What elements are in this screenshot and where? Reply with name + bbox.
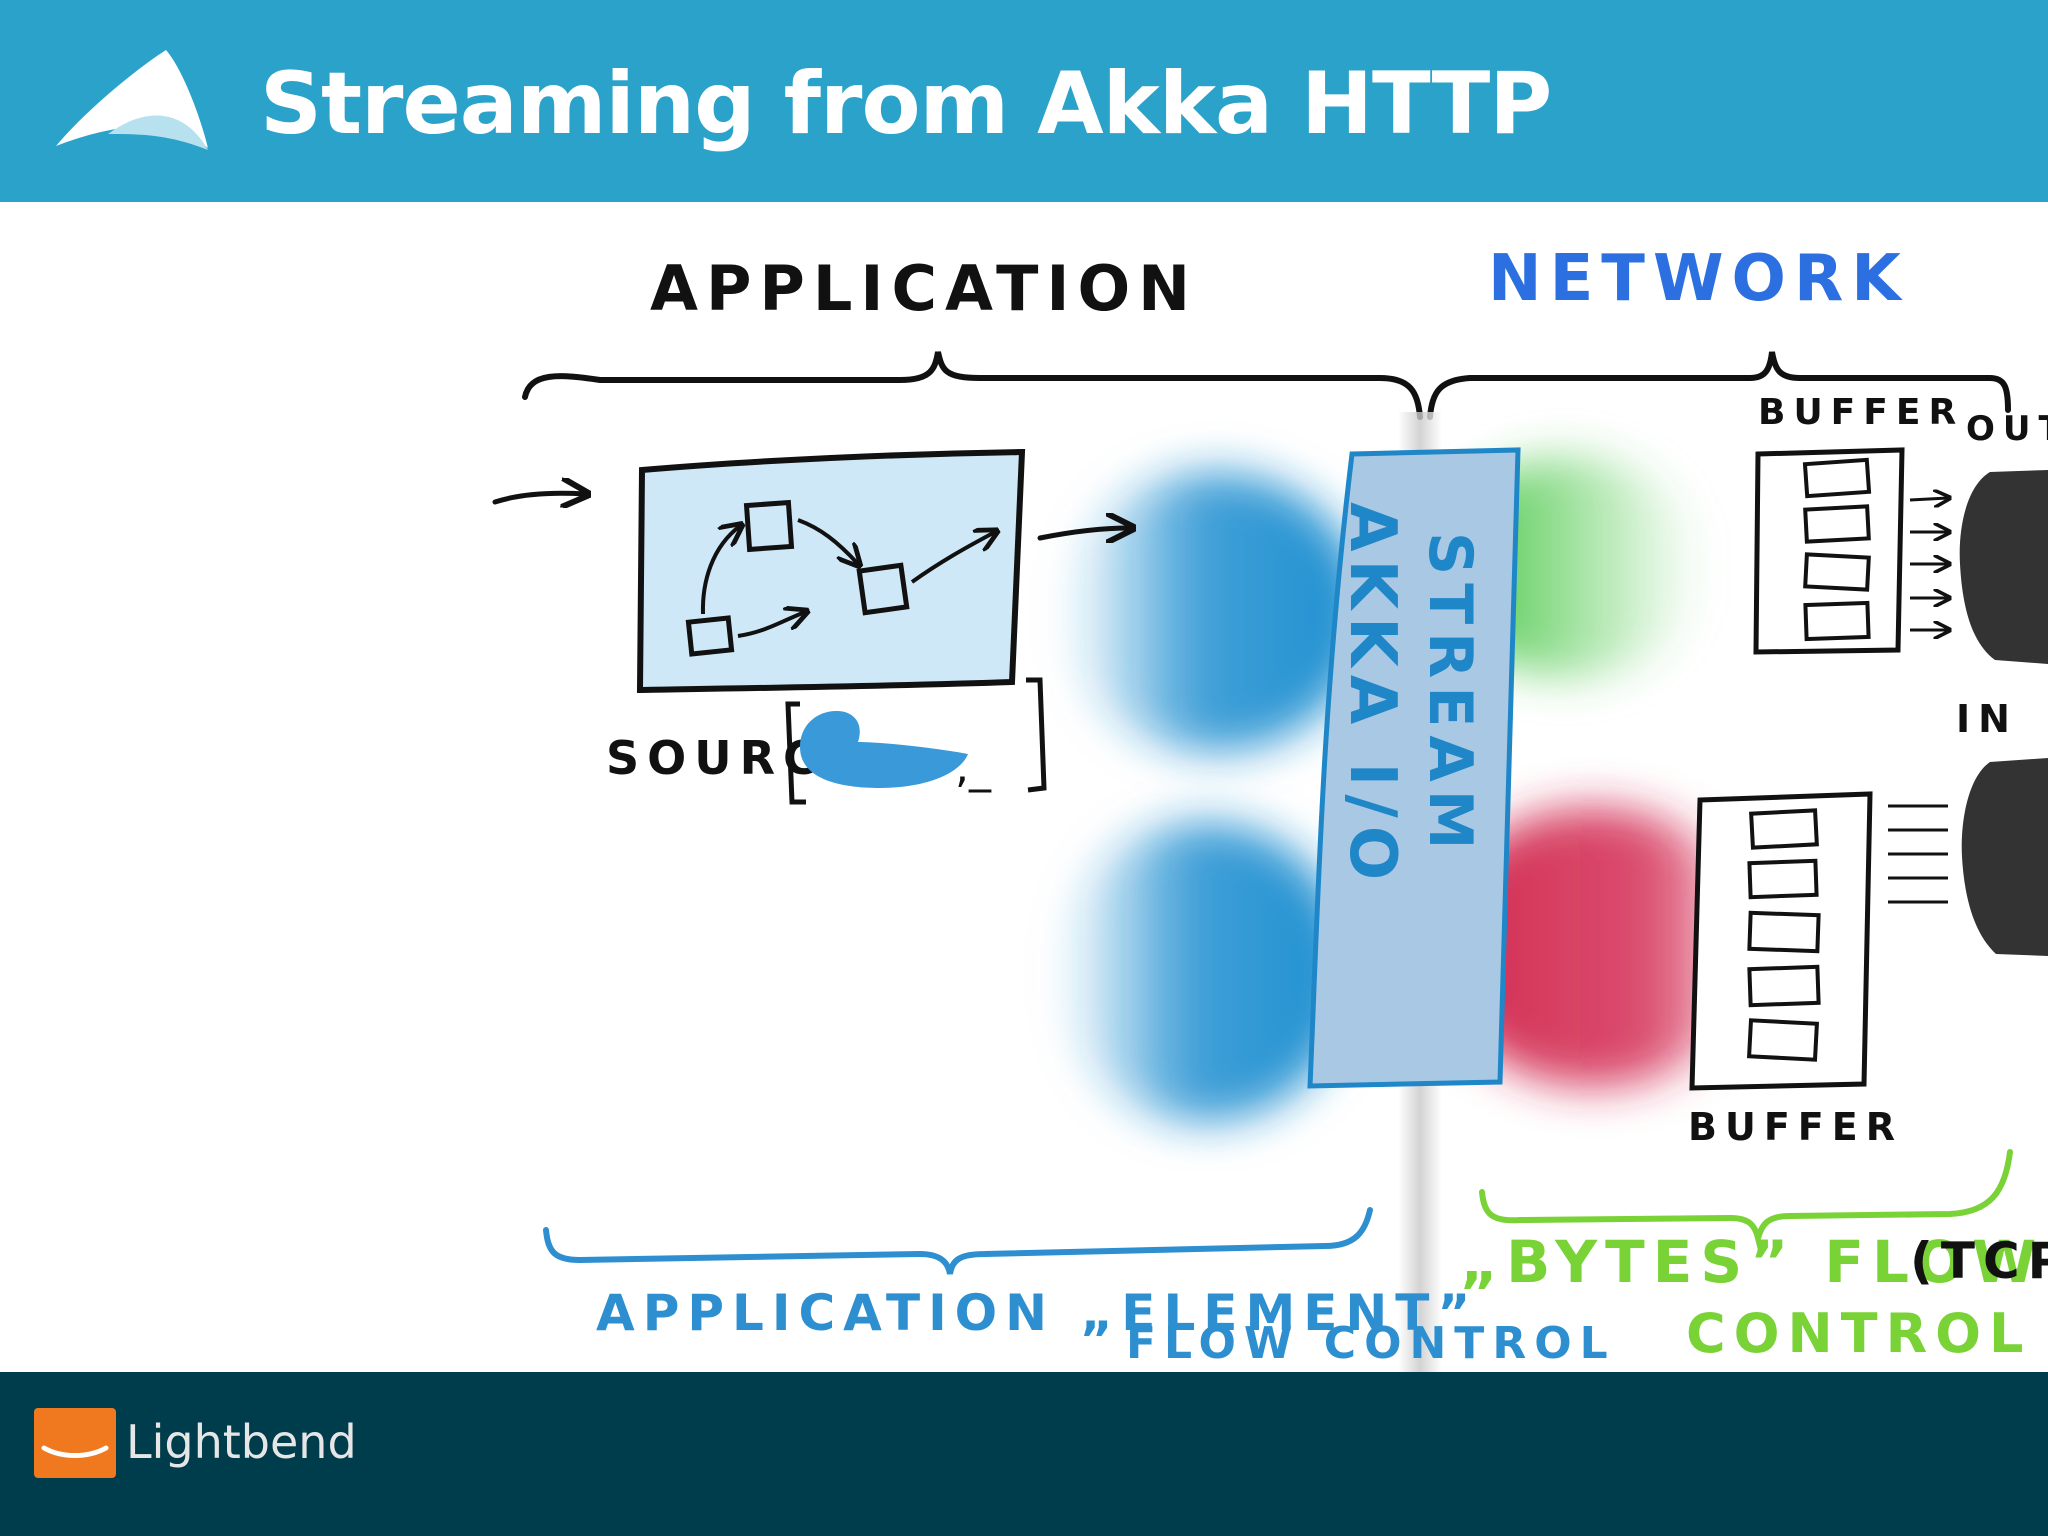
lightbend-wordmark: Lightbend <box>126 1415 357 1469</box>
akka-io-label: AKKA I/O <box>1335 502 1409 888</box>
bytes-flow-label-line2: CONTROL <box>1686 1302 2031 1365</box>
application-brace <box>522 351 1423 420</box>
source-bracket-left <box>785 701 806 805</box>
akka-streaming-diagram: APPLICATION NETWORK AKKA I/O STREAM SOUR… <box>492 242 2048 1372</box>
stream-label: STREAM <box>1415 532 1485 857</box>
buffer-slot <box>1747 964 1821 1008</box>
graph-edge <box>700 526 740 615</box>
slide-footer <box>0 1372 2048 1536</box>
buffer-slot <box>1802 457 1872 499</box>
network-brace <box>1427 351 2011 420</box>
buffer-top-slots <box>1802 457 1872 642</box>
lightbend-logo-icon <box>34 1408 116 1478</box>
alpakka-icon <box>800 711 968 788</box>
bytes-flow-label-line1: „BYTES” FLOW <box>1460 1228 2044 1296</box>
akka-logo <box>56 50 208 150</box>
graph-node <box>685 615 735 657</box>
buffer-slot <box>1803 504 1871 544</box>
slide-header: Streaming from Akka HTTP <box>0 0 2048 202</box>
graph-edge <box>910 532 995 584</box>
buffer-bottom-slots <box>1747 808 1821 1062</box>
element-flow-brace <box>543 1207 1373 1275</box>
network-socket-in <box>1961 758 2048 956</box>
incoming-bytes-smudge <box>1435 807 1755 1087</box>
app-flow-smudge-top <box>1065 472 1365 752</box>
source-bracket-right <box>1026 677 1047 793</box>
source-signature: ,_ <box>955 742 992 793</box>
input-arrow <box>492 493 585 502</box>
tcp-label: (TCP) <box>1910 1232 2048 1290</box>
output-arrow <box>1037 528 1130 538</box>
out-arrows <box>1909 498 1948 630</box>
graph-edge <box>737 612 805 638</box>
app-flow-smudge-bottom <box>1060 822 1350 1122</box>
buffer-slot <box>1749 808 1819 850</box>
network-heading: NETWORK <box>1488 242 1909 316</box>
out-label: OUT <box>1966 409 2048 449</box>
network-socket-out <box>1959 470 2048 664</box>
buffer-slot <box>1747 858 1819 900</box>
in-label: IN <box>1956 697 2018 741</box>
in-arrows <box>1888 804 1948 904</box>
buffer-slot <box>1747 910 1821 954</box>
buffer-slot <box>1803 552 1871 592</box>
graph-edge <box>797 518 858 564</box>
buffer-slot <box>1803 600 1871 642</box>
bytes-flow-brace <box>1479 1149 2013 1250</box>
graph-node <box>856 562 910 616</box>
slide-title: Streaming from Akka HTTP <box>260 54 1552 154</box>
buffer-bottom-label: BUFFER <box>1688 1105 1903 1149</box>
akka-io-box <box>1307 447 1521 1089</box>
app-flow-label-line2: FLOW CONTROL <box>1126 1318 1616 1369</box>
stream-graph-box <box>636 448 1026 694</box>
application-heading: APPLICATION <box>650 252 1198 325</box>
app-flow-label-line1: APPLICATION „ELEMENT” <box>596 1284 1478 1342</box>
buffer-slot <box>1747 1018 1819 1062</box>
buffer-top-label: BUFFER <box>1758 392 1964 433</box>
